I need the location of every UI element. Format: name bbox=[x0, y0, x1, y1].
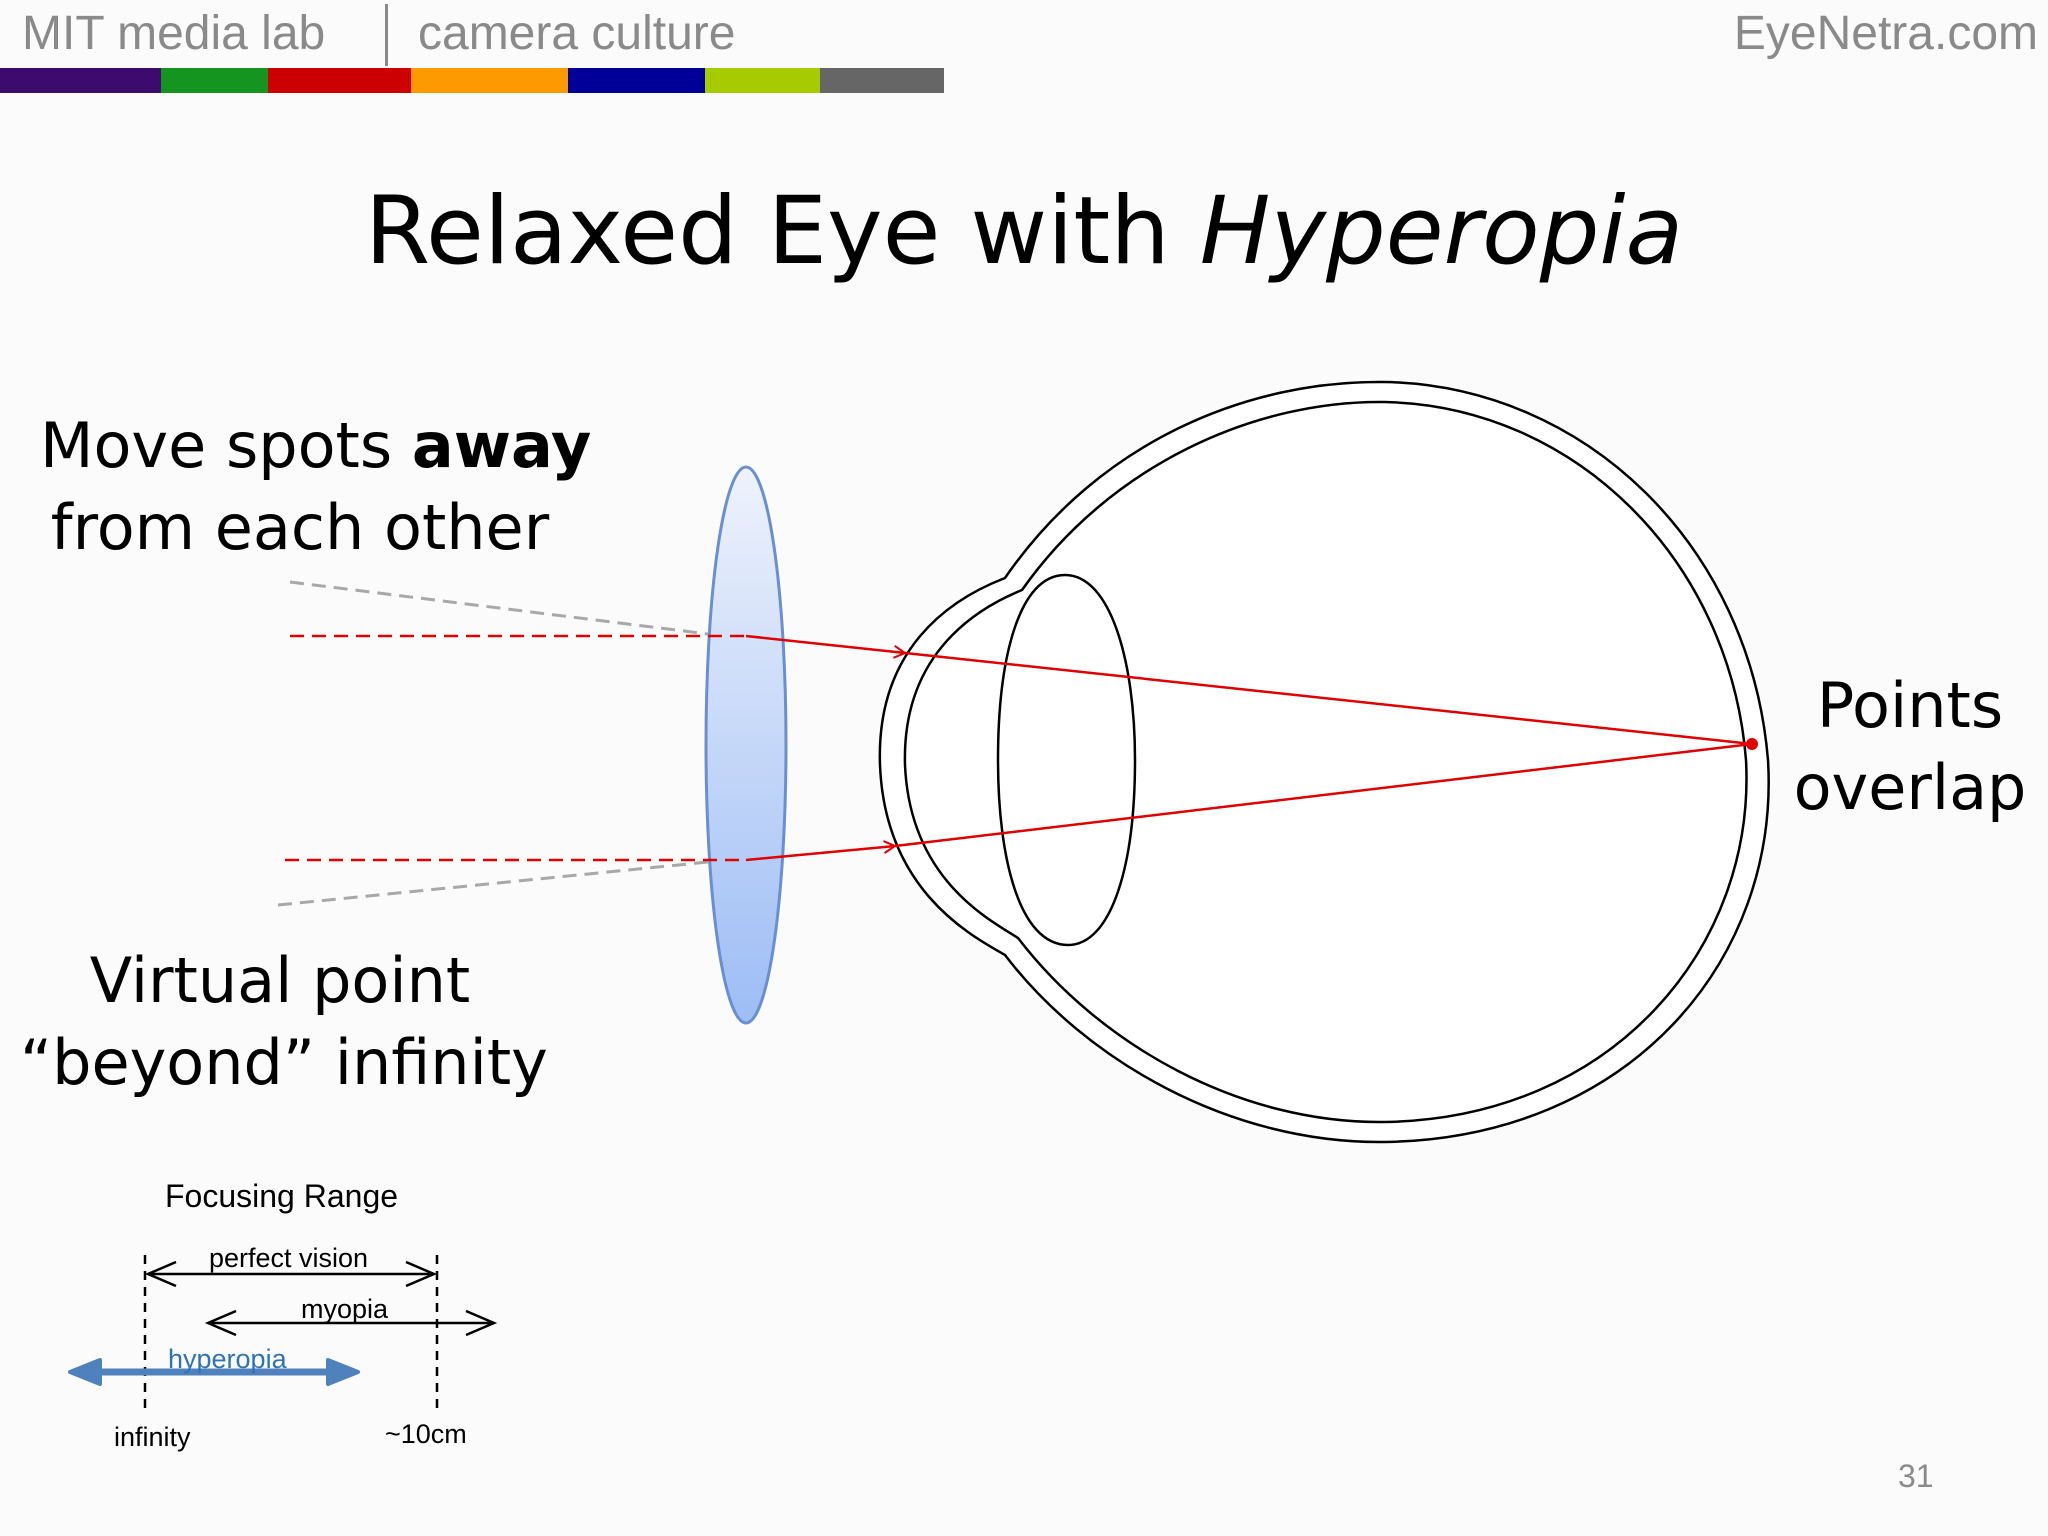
points-overlap-label-line1: Points bbox=[1816, 669, 2004, 742]
color-bar-segment-purple bbox=[0, 68, 161, 93]
points-overlap-label: Points overlap bbox=[1780, 665, 2040, 829]
points-overlap-label-line2: overlap bbox=[1793, 750, 2027, 824]
eyeball-outer bbox=[878, 380, 1770, 1144]
color-bar-segment-blue bbox=[568, 68, 705, 93]
instruction-label-line2: from each other bbox=[50, 490, 550, 564]
virtual-ray-bottom bbox=[277, 860, 709, 907]
instruction-label-bold: away bbox=[411, 409, 592, 482]
brand-name: MIT media lab bbox=[22, 7, 326, 60]
near-point-label: ~10cm bbox=[385, 1419, 467, 1449]
myopia-label: myopia bbox=[301, 1294, 389, 1324]
color-bar-segment-gray bbox=[820, 68, 944, 93]
color-bar-segment-green bbox=[161, 68, 268, 93]
corrective-lens bbox=[704, 465, 788, 1025]
crystalline-lens bbox=[996, 573, 1137, 947]
color-bar-segment-lime bbox=[705, 68, 820, 93]
refracted-ray-top bbox=[745, 634, 905, 653]
website-label: EyeNetra.com bbox=[1733, 7, 2038, 60]
focus-point bbox=[1746, 738, 1758, 750]
perfect-vision-label: perfect vision bbox=[209, 1243, 369, 1273]
virtual-point-label-line2: “beyond” infinity bbox=[20, 1025, 548, 1099]
slide-title: Relaxed Eye with Hyperopia bbox=[0, 177, 2048, 286]
myopia-arrow bbox=[204, 1309, 498, 1337]
virtual-point-label-line1: Virtual point bbox=[89, 944, 471, 1017]
perfect-vision-arrow bbox=[144, 1260, 438, 1288]
refracted-ray-bottom bbox=[745, 846, 895, 862]
hyperopia-label: hyperopia bbox=[168, 1344, 287, 1374]
virtual-point-label: Virtual point “beyond” infinity bbox=[20, 940, 548, 1104]
color-bar-segment-red bbox=[268, 68, 411, 93]
focusing-range-diagram bbox=[68, 1255, 498, 1410]
instruction-label: Move spots away from each other bbox=[40, 405, 591, 569]
eye-ray-bottom bbox=[894, 742, 1753, 848]
header-divider bbox=[385, 4, 388, 66]
slide-title-text: Relaxed Eye with bbox=[364, 177, 1200, 286]
instruction-label-text: Move spots bbox=[40, 409, 412, 482]
color-bar-segment-orange bbox=[411, 68, 568, 93]
eyeball-inner bbox=[903, 400, 1748, 1124]
brand-subtitle: camera culture bbox=[418, 7, 736, 60]
eye-ray-top bbox=[904, 651, 1753, 746]
slide-title-emphasis: Hyperopia bbox=[1199, 177, 1684, 286]
virtual-ray-top bbox=[289, 580, 709, 636]
hyperopia-arrow bbox=[68, 1358, 360, 1386]
infinity-label: infinity bbox=[114, 1422, 191, 1452]
focusing-range-title: Focusing Range bbox=[165, 1178, 399, 1214]
page-number: 31 bbox=[1898, 1458, 1934, 1494]
